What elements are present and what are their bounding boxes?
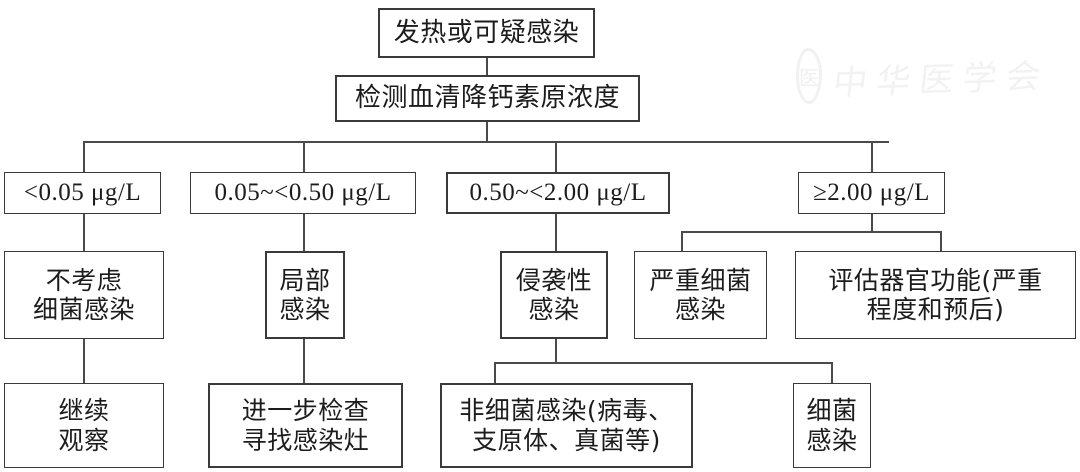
node-outcome-non-bacterial-label: 非细菌感染(病毒、 支原体、真菌等): [459, 396, 674, 455]
node-result-invasive-label: 侵袭性 感染: [515, 265, 593, 325]
node-result-invasive[interactable]: 侵袭性 感染: [500, 251, 608, 339]
node-threshold-2-label: 0.05~<0.50 μg/L: [214, 179, 392, 207]
node-result-local[interactable]: 局部 感染: [265, 251, 345, 339]
node-action-further-exam[interactable]: 进一步检查 寻找感染灶: [208, 383, 403, 468]
edge-result1-action: [83, 339, 85, 383]
node-threshold-2[interactable]: 0.05~<0.50 μg/L: [190, 172, 416, 214]
edge-start-test: [486, 58, 488, 76]
edge-drop-non-bacterial: [494, 362, 496, 383]
edge-drop-bacterial: [831, 362, 833, 383]
node-result-no-bacterial[interactable]: 不考虑 细菌感染: [4, 251, 164, 339]
node-threshold-1-label: <0.05 μg/L: [23, 179, 142, 207]
node-result-severe-bacterial-label: 严重细菌 感染: [649, 265, 752, 325]
node-threshold-4-label: ≥2.00 μg/L: [813, 179, 930, 207]
node-outcome-bacterial-label: 细菌 感染: [806, 396, 858, 455]
watermark-seal-icon: 医: [796, 48, 822, 104]
edge-threshold1-result: [83, 214, 85, 251]
edge-drop-threshold-1: [83, 141, 85, 172]
edge-threshold3-result: [555, 214, 557, 251]
edge-drop-threshold-4: [871, 141, 873, 172]
node-result-local-label: 局部 感染: [279, 265, 331, 325]
node-outcome-bacterial[interactable]: 细菌 感染: [793, 383, 871, 468]
watermark-seal-glyph: 医: [799, 65, 819, 90]
edge-invasive-bar: [494, 362, 832, 364]
node-threshold-1[interactable]: <0.05 μg/L: [4, 172, 161, 214]
edge-invasive-down: [555, 339, 557, 363]
edge-threshold2-result: [303, 214, 305, 251]
edge-result2-action: [303, 339, 305, 383]
edge-threshold4-bar: [681, 231, 941, 233]
node-result-no-bacterial-label: 不考虑 细菌感染: [32, 265, 135, 325]
edge-distributor-bar: [83, 141, 889, 143]
node-threshold-3[interactable]: 0.50~<2.00 μg/L: [446, 172, 670, 214]
edge-test-down: [486, 122, 488, 142]
node-action-observe[interactable]: 继续 观察: [4, 383, 164, 468]
edge-drop-threshold-2: [303, 141, 305, 172]
node-threshold-4[interactable]: ≥2.00 μg/L: [798, 172, 945, 214]
node-result-severe-bacterial[interactable]: 严重细菌 感染: [634, 251, 767, 339]
node-start[interactable]: 发热或可疑感染: [378, 8, 595, 58]
node-action-observe-label: 继续 观察: [58, 396, 110, 455]
node-result-organ-eval-label: 评估器官功能(严重 程度和预后): [828, 265, 1043, 325]
node-start-label: 发热或可疑感染: [393, 17, 580, 48]
node-test[interactable]: 检测血清降钙素原浓度: [335, 75, 640, 122]
node-outcome-non-bacterial[interactable]: 非细菌感染(病毒、 支原体、真菌等): [440, 383, 693, 468]
edge-threshold4-down: [871, 214, 873, 232]
edge-drop-organ-eval: [940, 231, 942, 251]
watermark-text: 中华医学会: [831, 55, 1052, 104]
watermark: 医 中华医学会: [796, 40, 1051, 112]
node-action-further-exam-label: 进一步检查 寻找感染灶: [241, 396, 370, 455]
edge-drop-severe-bacterial: [681, 231, 683, 251]
node-threshold-3-label: 0.50~<2.00 μg/L: [469, 179, 647, 207]
node-test-label: 检测血清降钙素原浓度: [354, 83, 620, 114]
edge-drop-threshold-3: [555, 141, 557, 172]
node-result-organ-eval[interactable]: 评估器官功能(严重 程度和预后): [795, 251, 1076, 339]
